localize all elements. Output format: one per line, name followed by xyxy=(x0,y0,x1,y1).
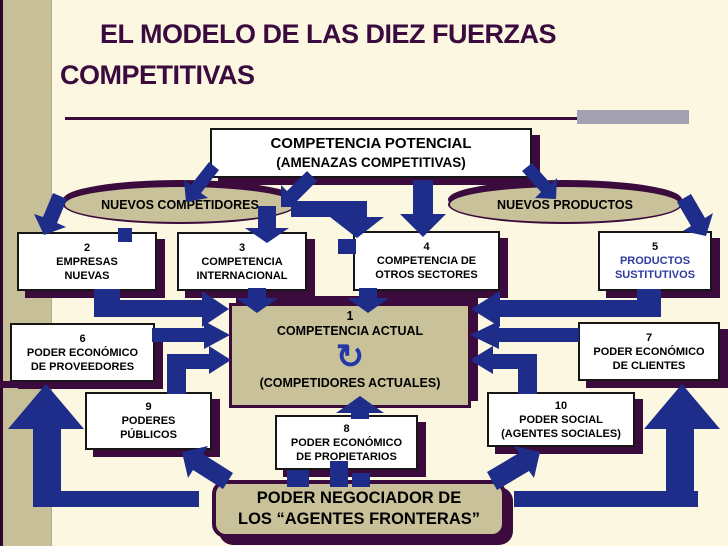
box-poder-economico-clientes: 7 PODER ECONÓMICO DE CLIENTES xyxy=(578,322,720,381)
box-number: 5 xyxy=(651,241,659,253)
box-line: (AGENTES SOCIALES) xyxy=(501,427,621,440)
box-competencia-otros-sectores: 4 COMPETENCIA DE OTROS SECTORES xyxy=(353,231,500,291)
ellipse-nuevos-productos: NUEVOS PRODUCTOS xyxy=(448,185,682,224)
box-poderes-publicos: 9 PODERES PÚBLICOS xyxy=(85,392,212,450)
ellipse-label: NUEVOS PRODUCTOS xyxy=(497,197,633,212)
box-line: OTROS SECTORES xyxy=(375,269,478,281)
arrow-box9-elbow-to-center xyxy=(167,346,231,394)
box-number: 10 xyxy=(554,399,568,412)
box-line: PODER NEGOCIADOR DE xyxy=(256,489,462,507)
box-number: 7 xyxy=(645,331,653,344)
ellipse-nuevos-competidores: NUEVOS COMPETIDORES xyxy=(63,185,297,224)
box-empresas-nuevas: 2 EMPRESAS NUEVAS xyxy=(17,232,157,291)
box-subtitle: (AMENAZAS COMPETITIVAS) xyxy=(276,155,466,170)
box-line: LOS “AGENTES FRONTERAS” xyxy=(237,510,480,528)
box-line: PODER ECONÓMICO xyxy=(26,346,139,359)
box-line: EMPRESAS xyxy=(56,255,118,268)
arrow-right-ellipse-to-box4 xyxy=(400,180,446,237)
box-number: 4 xyxy=(423,241,430,253)
box-line: NUEVAS xyxy=(64,269,110,282)
box-poder-economico-proveedores: 6 PODER ECONÓMICO DE PROVEEDORES xyxy=(10,323,155,382)
box-number: 9 xyxy=(145,401,152,413)
box-poder-economico-propietarios: 8 PODER ECONÓMICO DE PROPIETARIOS xyxy=(275,415,418,470)
box-poder-social: 10 PODER SOCIAL (AGENTES SOCIALES) xyxy=(487,392,635,447)
box-line: PODER SOCIAL xyxy=(519,413,603,426)
box-competencia-potencial: COMPETENCIA POTENCIAL (AMENAZAS COMPETIT… xyxy=(210,128,532,178)
box-competencia-actual: 1 COMPETENCIA ACTUAL ↻ (COMPETIDORES ACT… xyxy=(229,303,471,408)
title-rule-gray-block xyxy=(577,110,689,124)
ellipse-label: NUEVOS COMPETIDORES xyxy=(101,197,259,212)
box-title: COMPETENCIA POTENCIAL xyxy=(270,135,472,152)
arrow-box6-to-center xyxy=(152,321,230,349)
box-number: 8 xyxy=(343,422,350,435)
arrow-box7-to-center xyxy=(470,321,579,349)
box-title: COMPETENCIA ACTUAL xyxy=(276,324,424,338)
box-line: SUSTITUTIVOS xyxy=(614,269,696,281)
box-competencia-internacional: 3 COMPETENCIA INTERNACIONAL xyxy=(177,232,307,291)
arrow-box10-elbow-to-center xyxy=(470,346,537,394)
cycle-arrow-icon: ↻ xyxy=(335,338,365,376)
box-line: PODERES xyxy=(121,415,176,427)
box-line: COMPETENCIA DE xyxy=(376,255,477,267)
box-number: 1 xyxy=(346,309,354,323)
box-line: PODER ECONÓMICO xyxy=(290,436,403,449)
box-number: 6 xyxy=(79,332,86,345)
box-poder-negociador-agentes-fronteras: PODER NEGOCIADOR DE LOS “AGENTES FRONTER… xyxy=(212,480,506,538)
box-line: DE PROVEEDORES xyxy=(30,360,135,373)
box-line: INTERNACIONAL xyxy=(196,269,288,282)
box-line: DE CLIENTES xyxy=(612,359,686,372)
box-subtitle: (COMPETIDORES ACTUALES) xyxy=(259,376,441,390)
title-rule xyxy=(65,117,689,120)
title-line-1: EL MODELO DE LAS DIEZ FUERZAS xyxy=(100,19,557,49)
slide-title: EL MODELO DE LAS DIEZ FUERZAS COMPETITIV… xyxy=(60,14,680,96)
box-line: PODER ECONÓMICO xyxy=(593,345,705,358)
box-line: PRODUCTOS xyxy=(619,255,691,267)
box-number: 3 xyxy=(238,241,246,254)
arrow-right-ellipse-to-box5 xyxy=(677,194,713,236)
box-productos-sustitutivos: 5 PRODUCTOS SUSTITUTIVOS xyxy=(598,231,712,291)
box-number: 2 xyxy=(83,241,91,254)
box-line: COMPETENCIA xyxy=(201,255,283,268)
box-line: DE PROPIETARIOS xyxy=(296,450,397,463)
box-line: PÚBLICOS xyxy=(120,429,177,441)
title-line-2: COMPETITIVAS xyxy=(60,60,255,90)
arrow-box2-elbow-to-center xyxy=(94,289,229,327)
